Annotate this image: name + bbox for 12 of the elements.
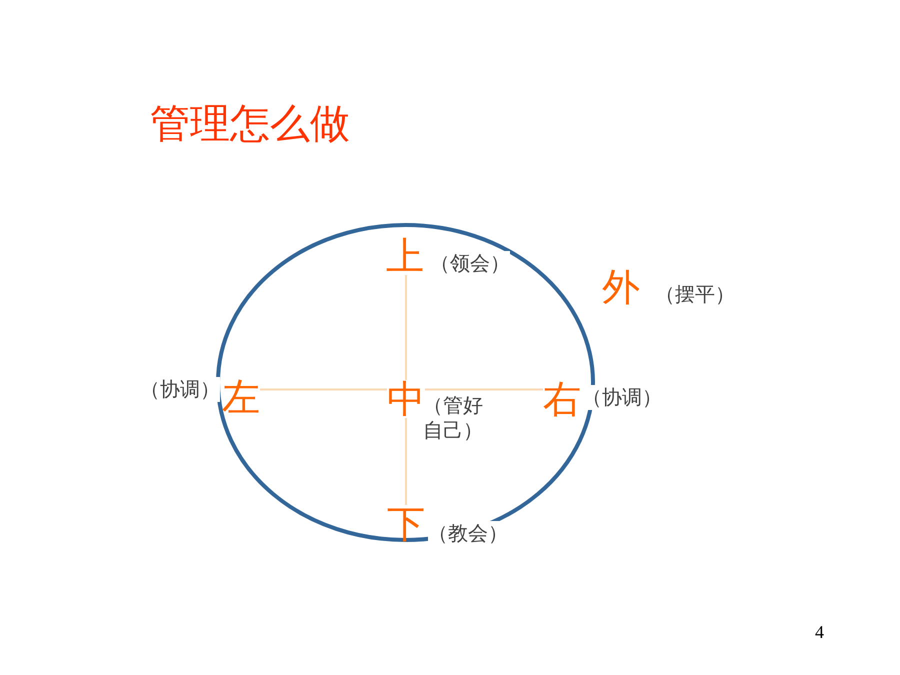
connector-line xyxy=(405,275,407,380)
keyword-label: 上 xyxy=(386,237,424,275)
keyword-label: 右 xyxy=(543,380,581,418)
connector-line xyxy=(260,388,387,390)
page-number: 4 xyxy=(815,623,824,641)
connector-line xyxy=(425,388,543,390)
slide-title: 管理怎么做 xyxy=(150,102,350,146)
keyword-label: 外 xyxy=(602,268,640,306)
connector-line xyxy=(405,418,407,505)
keyword-label: 下 xyxy=(387,505,425,543)
keyword-label: 中 xyxy=(387,380,425,418)
keyword-label: 左 xyxy=(222,378,260,416)
